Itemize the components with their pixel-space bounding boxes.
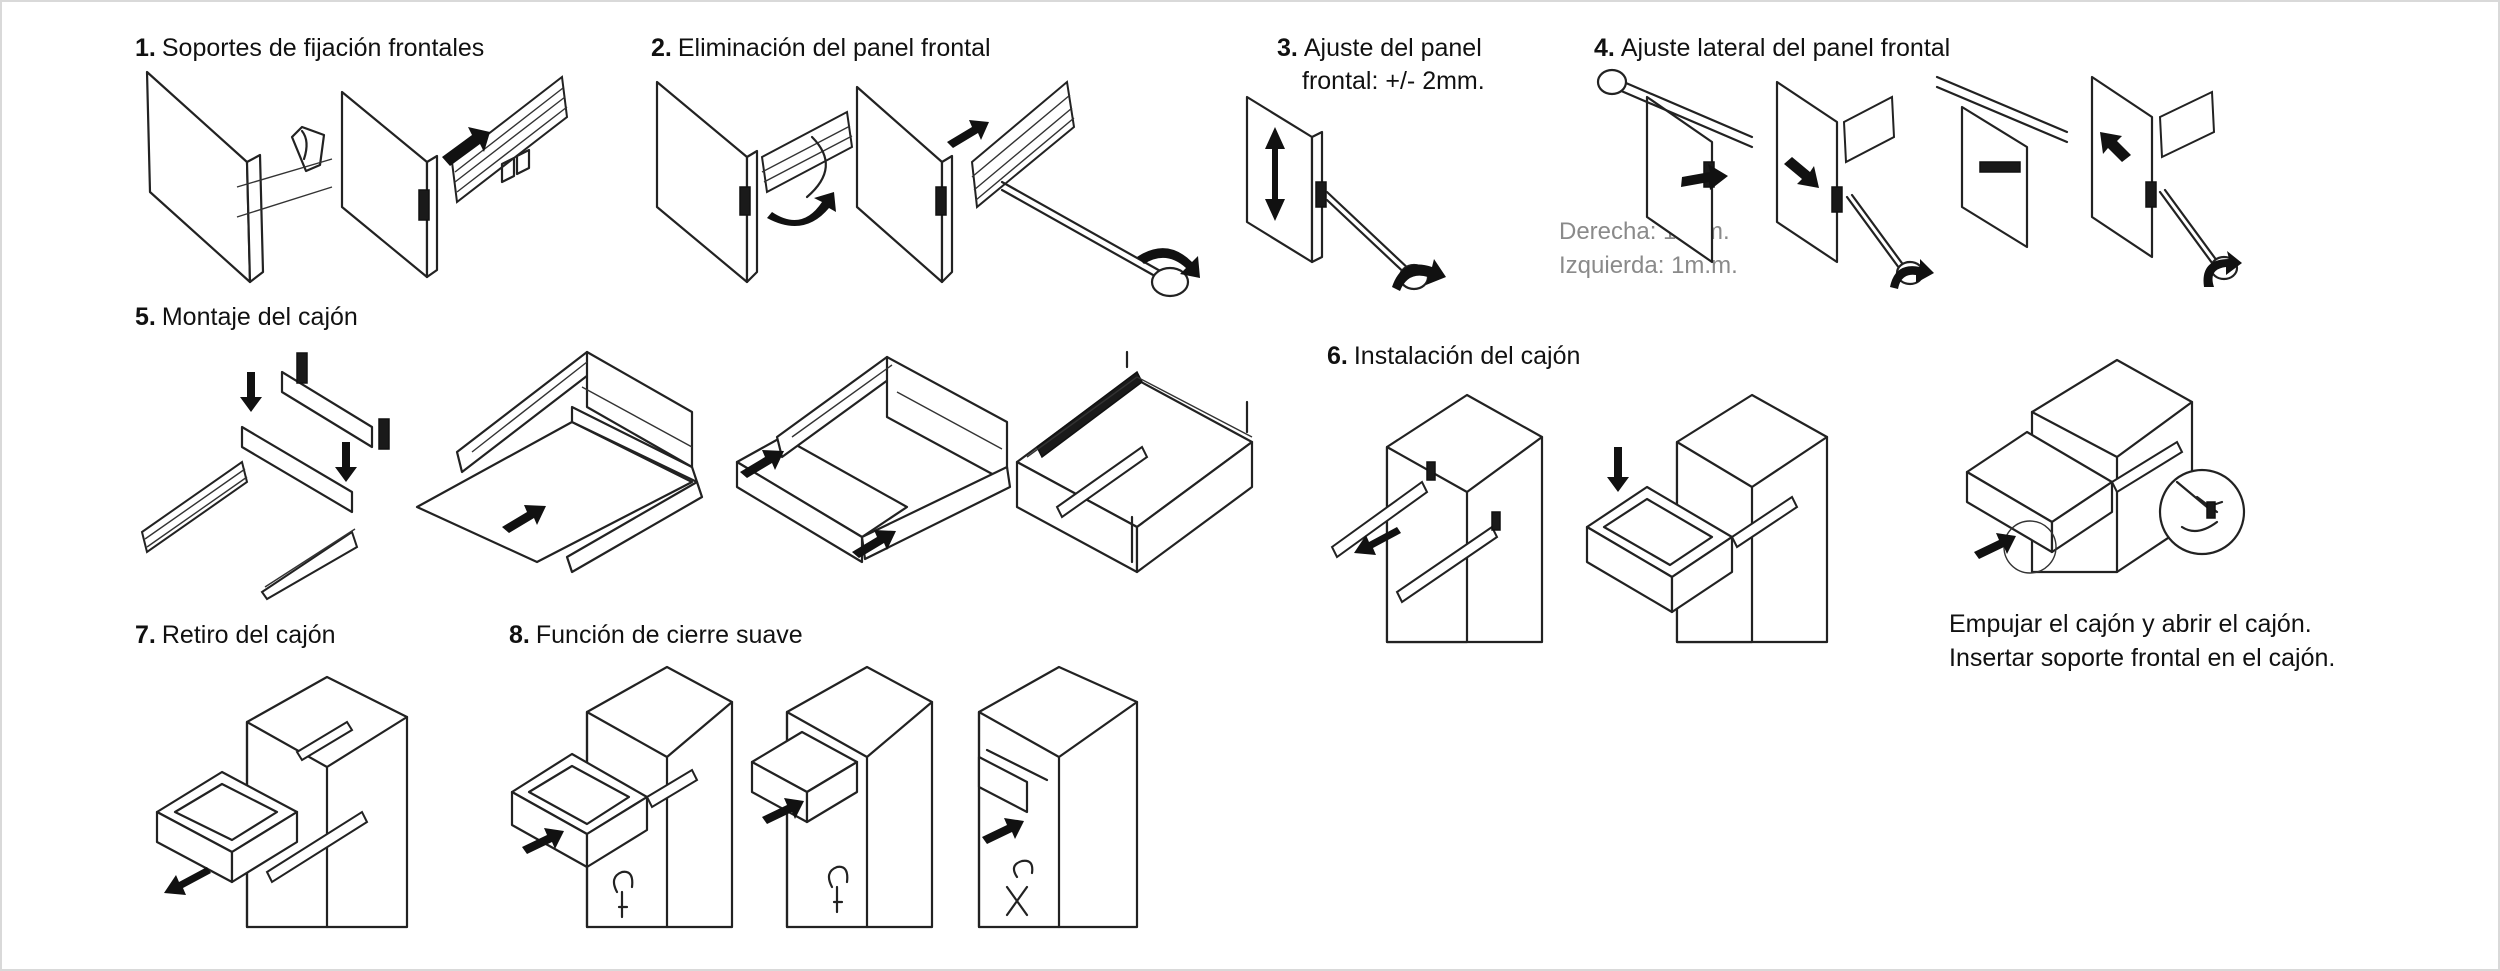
- step-7-title: Retiro del cajón: [161, 621, 336, 649]
- step-4-lateral-adjust-screw-drawing: [2082, 72, 2242, 287]
- step-1-title: Soportes de fijación frontales: [161, 34, 485, 62]
- step-2-screwdriver-drawing: [852, 72, 1200, 302]
- step-3-title: Ajuste del panel: [1303, 34, 1482, 62]
- step-4-lateral-adjust-right-drawing: [1772, 77, 1934, 289]
- step-7-drawer-removal-drawing: [147, 672, 427, 932]
- step-6-title: Instalación del cajón: [1353, 342, 1581, 370]
- step-7-number: 7.: [135, 621, 156, 649]
- step-8-open-drawer-drawing: [507, 662, 747, 932]
- install-note-line-1: Empujar el cajón y abrir el cajón.: [1949, 610, 2312, 638]
- step-4-lateral-adjust-bracket-drawing: [1932, 67, 2072, 267]
- step-2-title: Eliminación del panel frontal: [677, 34, 991, 62]
- step-1-rail-mount-drawing: [337, 72, 577, 282]
- step-3-vertical-adjust-drawing: [1242, 92, 1446, 291]
- step-6-front-bracket-drawing: [1952, 352, 2292, 582]
- install-note-line-2: Insertar soporte frontal en el cajón.: [1949, 644, 2336, 672]
- step-7-label: 7.Retiro del cajón: [135, 620, 336, 650]
- step-1-number: 1.: [135, 34, 156, 62]
- step-4-lateral-adjust-left-drawing: [1592, 67, 1772, 267]
- step-5-title: Montaje del cajón: [161, 303, 358, 331]
- step-8-number: 8.: [509, 621, 530, 649]
- step-5-drawer-box-drawing: [412, 347, 712, 567]
- step-5-number: 5.: [135, 303, 156, 331]
- step-5-label: 5.Montaje del cajón: [135, 302, 358, 332]
- step-6-number: 6.: [1327, 342, 1348, 370]
- step-6-label: 6.Instalación del cajón: [1327, 341, 1580, 371]
- step-6-drawer-insert-drawing: [1582, 387, 1842, 647]
- step-2-number: 2.: [651, 34, 672, 62]
- step-8-closing-drawer-drawing: [747, 662, 947, 932]
- step-1-front-panel-bracket-drawing: [142, 67, 362, 287]
- step-2-label: 2.Eliminación del panel frontal: [651, 33, 991, 63]
- step-2-release-drawing: [652, 67, 872, 287]
- step-4-title: Ajuste lateral del panel frontal: [1620, 34, 1951, 62]
- step-1-label: 1.Soportes de fijación frontales: [135, 33, 484, 63]
- step-5-drawer-with-rails-drawing: [1012, 347, 1262, 577]
- step-4-label: 4.Ajuste lateral del panel frontal: [1594, 33, 1950, 63]
- step-8-closed-drawer-drawing: [967, 662, 1147, 932]
- step-4-number: 4.: [1594, 34, 1615, 62]
- step-3-number: 3.: [1277, 34, 1298, 62]
- step-8-title: Función de cierre suave: [535, 621, 803, 649]
- step-8-label: 8.Función de cierre suave: [509, 620, 803, 650]
- step-6-cabinet-rails-drawing: [1327, 387, 1557, 647]
- step-3-label: 3.Ajuste del panel: [1277, 33, 1482, 63]
- step-5-assembled-drawer-drawing: [732, 347, 1032, 567]
- step-3-title-line2: frontal: +/- 2mm.: [1302, 67, 1485, 95]
- step-5-parts-drawing: [137, 347, 427, 597]
